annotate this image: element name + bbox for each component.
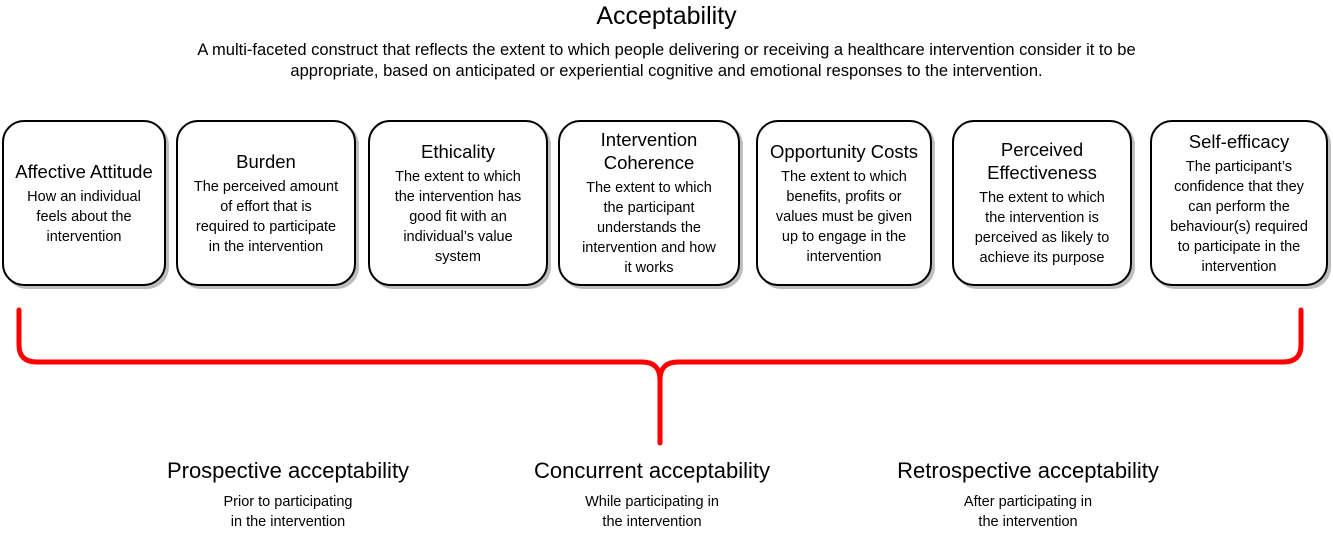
phase-description: While participating in the intervention <box>502 492 802 532</box>
description-line: After participating in <box>963 494 1093 510</box>
construct-title-line: Self-efficacy <box>1188 130 1290 152</box>
construct-burden: Burden The perceived amount of effort th… <box>176 120 356 286</box>
phase-description: After participating in the intervention <box>868 492 1188 532</box>
construct-title: Intervention Coherence <box>601 128 698 174</box>
construct-title-line: Opportunity Costs <box>769 140 919 162</box>
description-line: confidence that they <box>1174 178 1304 195</box>
construct-ethicality: Ethicality The extent to which the inter… <box>368 120 548 286</box>
description-line: The extent to which <box>979 190 1105 206</box>
description-line: to participate in the <box>1177 238 1301 255</box>
construct-title-line: Burden <box>236 150 296 172</box>
description-line: The extent to which <box>395 168 521 185</box>
construct-title: Perceived Effectiveness <box>987 138 1097 184</box>
description-line: The extent to which <box>781 168 907 185</box>
construct-title-line: Intervention <box>600 129 698 150</box>
construct-title-line: Affective Attitude <box>15 160 153 182</box>
description-line: required to participate <box>195 218 337 235</box>
description-line: the intervention has <box>394 188 522 205</box>
description-line: in the intervention <box>230 514 346 530</box>
description-line: The perceived amount <box>193 178 339 195</box>
phase-description: Prior to participating in the interventi… <box>138 492 438 532</box>
description-line: The participant’s <box>1185 158 1293 175</box>
construct-title-line: Effectiveness <box>987 162 1097 183</box>
construct-affective-attitude: Affective Attitude How an individual fee… <box>2 120 166 286</box>
description-line: good fit with an <box>409 208 507 225</box>
construct-description: The extent to which the participant unde… <box>582 178 716 278</box>
description-line: achieve its purpose <box>979 250 1105 266</box>
construct-opportunity-costs: Opportunity Costs The extent to which be… <box>756 120 932 286</box>
description-line: the intervention <box>978 514 1078 530</box>
description-line: the intervention is <box>985 210 1099 226</box>
phase-retrospective: Retrospective acceptability After partic… <box>868 458 1188 532</box>
construct-description: The extent to which the intervention is … <box>975 188 1110 268</box>
construct-title-line: Perceived <box>1000 139 1084 160</box>
phase-title: Prospective acceptability <box>166 458 410 483</box>
description-line: While participating in <box>585 494 719 510</box>
description-line: intervention <box>806 248 882 265</box>
description-line: understands the <box>596 220 701 236</box>
description-line: feels about the <box>36 208 132 225</box>
definition-line: A multi-faceted construct that reflects … <box>197 41 1136 59</box>
construct-description: How an individual feels about the interv… <box>27 187 141 247</box>
construct-title-line: Ethicality <box>420 140 496 162</box>
description-line: intervention <box>46 228 122 245</box>
description-line: intervention <box>1201 258 1277 275</box>
description-line: the intervention <box>602 514 702 530</box>
description-line: How an individual <box>27 188 141 205</box>
construct-intervention-coherence: Intervention Coherence The extent to whi… <box>558 120 740 286</box>
construct-perceived-effectiveness: Perceived Effectiveness The extent to wh… <box>952 120 1132 286</box>
construct-description: The participant’s confidence that they c… <box>1170 157 1308 277</box>
construct-self-efficacy: Self-efficacy The participant’s confiden… <box>1150 120 1328 286</box>
description-line: up to engage in the <box>781 228 907 245</box>
construct-title: Affective Attitude <box>15 160 152 183</box>
description-line: perceived as likely to <box>974 230 1110 246</box>
construct-description: The extent to which benefits, profits or… <box>776 167 912 267</box>
construct-title: Self-efficacy <box>1189 130 1289 153</box>
phase-title: Retrospective acceptability <box>897 458 1159 483</box>
description-line: benefits, profits or <box>786 188 902 205</box>
description-line: in the intervention <box>208 238 324 255</box>
construct-title-line: Coherence <box>603 152 695 173</box>
construct-description: The extent to which the intervention has… <box>395 167 522 267</box>
acceptability-definition: A multi-faceted construct that reflects … <box>60 40 1273 82</box>
description-line: Prior to participating <box>223 494 353 510</box>
description-line: behaviour(s) required <box>1170 218 1308 235</box>
description-line: of effort that is <box>220 198 312 215</box>
description-line: system <box>435 248 481 265</box>
construct-title: Ethicality <box>421 140 495 163</box>
phase-title: Concurrent acceptability <box>533 458 770 483</box>
description-line: values must be given <box>775 208 913 225</box>
description-line: it works <box>624 260 674 276</box>
construct-title: Burden <box>236 150 296 173</box>
construct-description: The perceived amount of effort that is r… <box>194 177 338 257</box>
curly-brace-path <box>16 307 1304 446</box>
description-line: intervention and how <box>582 240 716 256</box>
phase-concurrent: Concurrent acceptability While participa… <box>502 458 802 532</box>
description-line: can perform the <box>1188 198 1290 215</box>
description-line: individual’s value <box>403 228 513 245</box>
construct-title: Opportunity Costs <box>770 140 918 163</box>
diagram-title: Acceptability <box>596 2 737 30</box>
description-line: the participant <box>603 200 695 216</box>
phase-prospective: Prospective acceptability Prior to parti… <box>138 458 438 532</box>
definition-line: appropriate, based on anticipated or exp… <box>290 62 1043 80</box>
description-line: The extent to which <box>586 180 712 196</box>
